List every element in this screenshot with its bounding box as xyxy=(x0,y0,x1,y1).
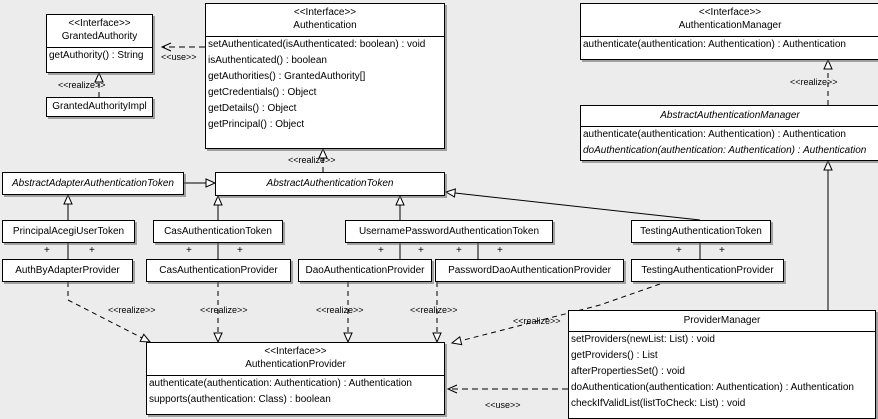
relationship-label-realize-password-dao-authentication-provider: <<realize>> xyxy=(410,305,458,315)
class-name: TestingAuthenticationToken xyxy=(640,225,762,237)
class-provider-manager[interactable]: ProviderManager setProviders(newList: Li… xyxy=(568,310,876,419)
operation: getAuthorities() : GrantedAuthority[] xyxy=(208,71,366,82)
class-name: CasAuthenticationProvider xyxy=(159,264,278,276)
association-marker-plus: + xyxy=(186,245,192,256)
stereotype-label: <<Interface>> xyxy=(698,7,762,18)
class-testing-authentication-token[interactable]: TestingAuthenticationToken xyxy=(631,220,771,243)
class-name: GrantedAuthority xyxy=(61,31,138,42)
relationship-label-realize-abstract-authentication-token: <<realize>> xyxy=(288,155,336,165)
class-name: CasAuthenticationToken xyxy=(164,225,272,237)
class-name: AbstractAuthenticationManager xyxy=(660,110,800,121)
operation: getCredentials() : Object xyxy=(208,87,317,98)
class-name: TestingAuthenticationProvider xyxy=(641,264,774,276)
class-header: <<Interface>> Authentication xyxy=(206,4,444,36)
operation: getAuthority() : String xyxy=(49,50,144,61)
relationship-label-use-provider-manager: <<use>> xyxy=(485,400,521,410)
class-header: ProviderManager xyxy=(569,311,875,331)
operation: getProviders() : List xyxy=(571,350,658,361)
association-marker-plus: + xyxy=(497,245,503,256)
association-marker-plus: + xyxy=(237,245,243,256)
relationship-label-realize-granted-authority-impl: <<realize>> xyxy=(58,80,106,90)
operation: afterPropertiesSet() : void xyxy=(571,366,685,377)
class-name: Authentication xyxy=(293,20,357,31)
operation: doAuthentication(authentication: Authent… xyxy=(571,382,854,393)
operation: getPrincipal() : Object xyxy=(208,119,305,130)
class-name: PrincipalAcegiUserToken xyxy=(12,225,125,237)
class-principal-acegi-user-token[interactable]: PrincipalAcegiUserToken xyxy=(2,220,135,243)
association-marker-plus: + xyxy=(89,245,95,256)
association-marker-plus: + xyxy=(44,245,50,256)
operations-compartment: getAuthority() : String xyxy=(47,47,152,64)
class-cas-authentication-provider[interactable]: CasAuthenticationProvider xyxy=(146,259,291,282)
relationship-label-realize-cas-authentication-provider: <<realize>> xyxy=(200,305,248,315)
operations-compartment: authenticate(authentication: Authenticat… xyxy=(581,36,878,53)
relationship-label-use-granted-authority: <<use>> xyxy=(161,52,197,62)
class-authentication-provider[interactable]: <<Interface>> AuthenticationProvider aut… xyxy=(146,342,445,415)
class-authentication[interactable]: <<Interface>> Authentication setAuthenti… xyxy=(205,3,445,149)
operations-compartment: authenticate(authentication: Authenticat… xyxy=(581,126,878,159)
class-username-password-authentication-token[interactable]: UsernamePasswordAuthenticationToken xyxy=(345,220,553,243)
stereotype-label: <<Interface>> xyxy=(264,346,327,357)
relationship-label-realize-testing-authentication-provider: <<realize>> xyxy=(513,316,561,326)
class-testing-authentication-provider[interactable]: TestingAuthenticationProvider xyxy=(631,259,784,282)
class-name: DaoAuthenticationProvider xyxy=(305,264,425,276)
class-name: AuthenticationProvider xyxy=(245,359,346,370)
association-marker-plus: + xyxy=(378,245,384,256)
class-authentication-manager[interactable]: <<Interface>> AuthenticationManager auth… xyxy=(580,3,878,60)
class-header: <<Interface>> GrantedAuthority xyxy=(47,15,152,47)
operation: checkIfValidList(listToCheck: List) : vo… xyxy=(571,398,746,409)
class-granted-authority[interactable]: <<Interface>> GrantedAuthority getAuthor… xyxy=(46,14,153,73)
class-dao-authentication-provider[interactable]: DaoAuthenticationProvider xyxy=(298,259,432,282)
class-name: AbstractAuthenticationToken xyxy=(266,178,394,189)
class-name: AuthenticationManager xyxy=(678,20,782,31)
operation: authenticate(authentication: Authenticat… xyxy=(583,39,846,50)
class-auth-by-adapter-provider[interactable]: AuthByAdapterProvider xyxy=(2,259,133,282)
operation: isAuthenticated() : boolean xyxy=(208,55,327,66)
relationship-label-realize-dao-authentication-provider: <<realize>> xyxy=(316,305,364,315)
class-header: AbstractAuthenticationManager xyxy=(581,106,878,126)
class-name: PasswordDaoAuthenticationProvider xyxy=(448,264,611,276)
class-header: <<Interface>> AuthenticationProvider xyxy=(147,343,444,375)
operation: doAuthentication(authentication: Authent… xyxy=(583,145,867,156)
association-marker-plus: + xyxy=(676,245,682,256)
association-marker-plus: + xyxy=(456,245,462,256)
class-cas-authentication-token[interactable]: CasAuthenticationToken xyxy=(153,220,283,243)
class-name: AuthByAdapterProvider xyxy=(15,264,120,276)
class-granted-authority-impl[interactable]: GrantedAuthorityImpl xyxy=(46,97,153,117)
operation: getDetails() : Object xyxy=(208,103,297,114)
class-name: ProviderManager xyxy=(683,315,761,326)
class-abstract-authentication-manager[interactable]: AbstractAuthenticationManager authentica… xyxy=(580,105,878,161)
relationship-label-realize-abstract-authentication-manager: <<realize>> xyxy=(790,77,838,87)
class-name: UsernamePasswordAuthenticationToken xyxy=(358,225,540,237)
relationship-label-realize-auth-by-adapter-provider: <<realize>> xyxy=(108,305,156,315)
class-abstract-authentication-token[interactable]: AbstractAuthenticationToken xyxy=(215,172,445,196)
operations-compartment: setAuthenticated(isAuthenticated: boolea… xyxy=(206,36,444,133)
operations-compartment: setProviders(newList: List) : void getPr… xyxy=(569,331,875,412)
operation: setProviders(newList: List) : void xyxy=(571,334,715,345)
class-header: <<Interface>> AuthenticationManager xyxy=(581,4,878,36)
operations-compartment: authenticate(authentication: Authenticat… xyxy=(147,375,444,408)
operation: authenticate(authentication: Authenticat… xyxy=(149,378,412,389)
class-password-dao-authentication-provider[interactable]: PasswordDaoAuthenticationProvider xyxy=(435,259,624,282)
operation: setAuthenticated(isAuthenticated: boolea… xyxy=(208,39,426,50)
class-name: AbstractAdapterAuthenticationToken xyxy=(12,177,174,189)
association-marker-plus: + xyxy=(719,245,725,256)
operation: supports(authentication: Class) : boolea… xyxy=(149,394,331,405)
class-abstract-adapter-authentication-token[interactable]: AbstractAdapterAuthenticationToken xyxy=(2,172,184,195)
operation: authenticate(authentication: Authenticat… xyxy=(583,129,846,140)
association-marker-plus: + xyxy=(418,245,424,256)
class-name: GrantedAuthorityImpl xyxy=(52,101,147,112)
stereotype-label: <<Interface>> xyxy=(293,7,357,18)
stereotype-label: <<Interface>> xyxy=(68,18,131,29)
